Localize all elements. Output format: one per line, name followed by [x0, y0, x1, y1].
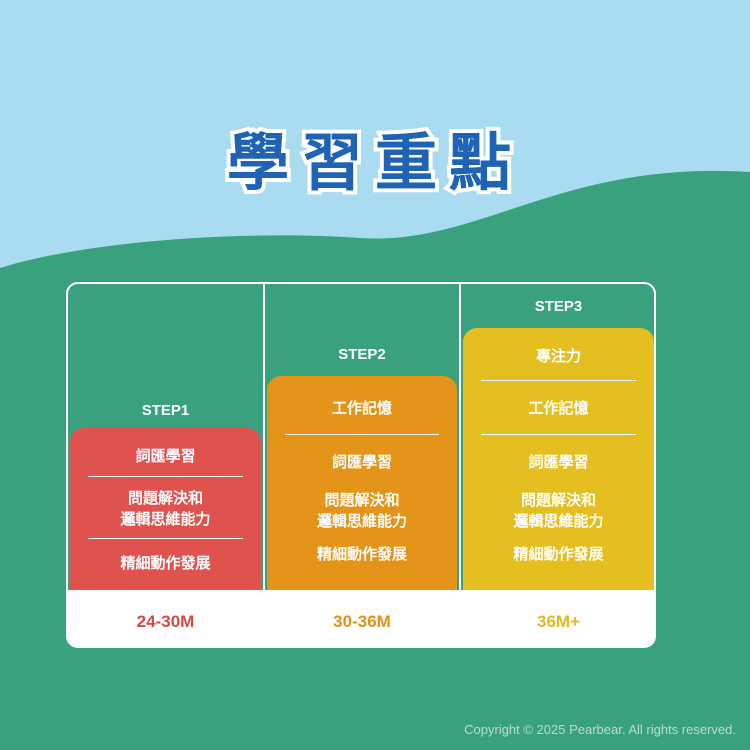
step3-label: STEP3 [534, 298, 583, 315]
age-row: 24-30M 30-36M 36M+ [68, 590, 654, 646]
step2-label: STEP2 [338, 346, 386, 363]
step3-item-problem-solving: 問題解決和 邏輯思維能力 [513, 491, 604, 530]
step3-item-vocabulary: 詞匯學習 [528, 453, 589, 471]
step3-block: 專注力 工作記憶 詞匯學習 問題解決和 邏輯思維能力 精細動作發展 [463, 328, 654, 590]
step3-age: 36M+ [537, 612, 580, 631]
step2-separator [285, 434, 439, 435]
step3-item-working-memory: 工作記憶 [528, 399, 589, 417]
column-divider [459, 284, 461, 590]
step1-separator [88, 476, 243, 477]
step1-item-problem-solving: 問題解決和 邏輯思維能力 [120, 489, 211, 528]
step2-age: 30-36M [333, 612, 391, 631]
step1-separator [88, 538, 243, 539]
step1-item-fine-motor: 精細動作發展 [120, 554, 211, 572]
step2-item-fine-motor: 精細動作發展 [316, 545, 407, 563]
step2-item-problem-solving: 問題解決和 邏輯思維能力 [316, 491, 407, 530]
step2-block: 工作記憶 詞匯學習 問題解決和 邏輯思維能力 精細動作發展 [267, 376, 457, 590]
step2-column: STEP2 工作記憶 詞匯學習 問題解決和 邏輯思維能力 精細動作發展 [265, 284, 459, 590]
page-title-outline: 學習重點 [223, 122, 523, 203]
page-title: 學習重點 [226, 126, 523, 199]
step1-item-vocabulary: 詞匯學習 [135, 447, 196, 465]
step3-item-fine-motor: 精細動作發展 [513, 545, 604, 563]
step1-age: 24-30M [136, 612, 195, 631]
copyright-notice: Copyright © 2025 Pearbear. All rights re… [464, 722, 736, 737]
step3-separator [481, 380, 636, 381]
step3-separator [481, 434, 636, 435]
steps-panel: STEP1 詞匯學習 問題解決和 邏輯思維能力 精細動作發展 STEP2 工作記… [66, 282, 656, 648]
step2-item-working-memory: 工作記憶 [331, 399, 392, 417]
step2-item-vocabulary: 詞匯學習 [331, 453, 392, 471]
step1-column: STEP1 詞匯學習 問題解決和 邏輯思維能力 精細動作發展 [68, 284, 263, 590]
column-divider [263, 284, 265, 590]
step3-item-attention: 專注力 [535, 347, 581, 365]
step1-label: STEP1 [141, 402, 190, 419]
step1-block: 詞匯學習 問題解決和 邏輯思維能力 精細動作發展 [70, 428, 261, 590]
step3-column: STEP3 專注力 工作記憶 詞匯學習 問題解決和 邏輯思維能力 精細動作發展 [461, 284, 654, 590]
